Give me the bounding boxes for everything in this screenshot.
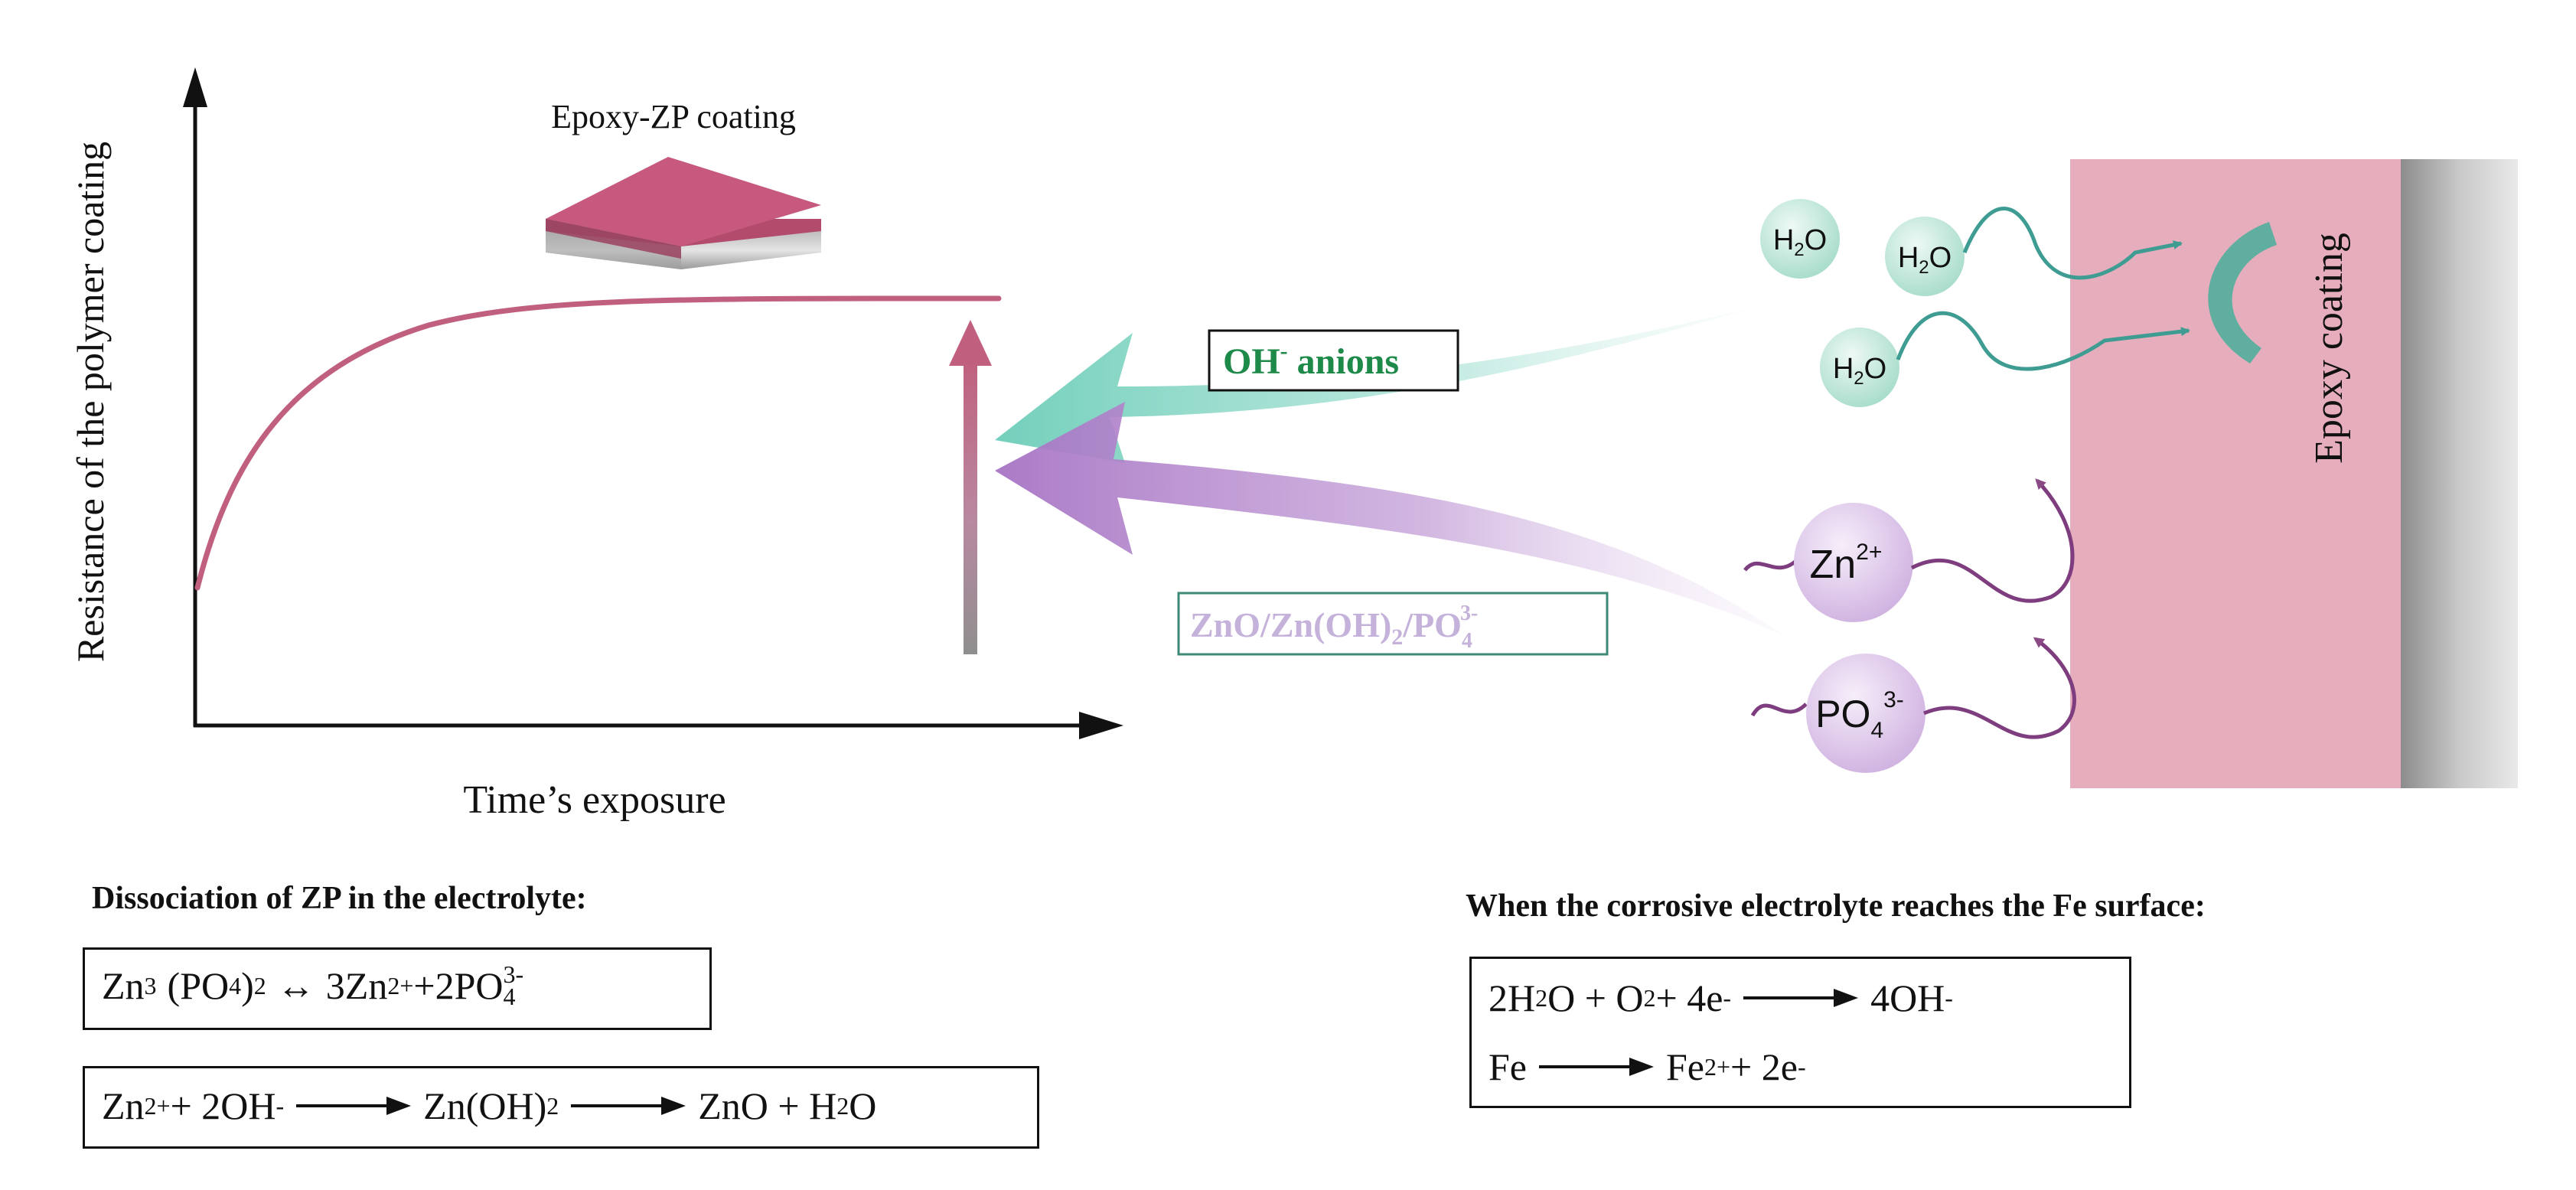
epoxy-coating-label: Epoxy coating bbox=[2307, 233, 2351, 464]
resistance-curve bbox=[194, 295, 1002, 591]
water-diffusion-arrow bbox=[1962, 207, 2183, 280]
zinc-ion: Zn2+ bbox=[1743, 478, 2075, 622]
svg-text:OH- anions: OH- anions bbox=[1223, 338, 1399, 382]
reaction-arrow bbox=[1743, 989, 1859, 1007]
x-axis-label: Time’s exposure bbox=[463, 778, 726, 822]
steel-substrate bbox=[2401, 159, 2518, 788]
water-diffusion-arrow bbox=[1896, 311, 2190, 371]
oh-anions-label: OH- anions bbox=[1208, 329, 1459, 392]
svg-text:H2O: H2O bbox=[1833, 353, 1886, 389]
svg-text:Zn2+: Zn2+ bbox=[1810, 540, 1883, 587]
zinc-phosphate-flow-arrow bbox=[995, 402, 1783, 635]
coating-panel: Epoxy coating H2O H2O H2O Zn2+ bbox=[1743, 159, 2518, 788]
reaction-arrow bbox=[1539, 1058, 1654, 1076]
epoxy-zp-sample-icon: Epoxy-ZP coating bbox=[546, 98, 821, 269]
sample-label: Epoxy-ZP coating bbox=[551, 98, 796, 135]
reaction-arrow bbox=[571, 1097, 686, 1115]
y-axis-label: Resistance of the polymer coating bbox=[69, 142, 112, 662]
reaction-arrow bbox=[296, 1097, 412, 1115]
svg-text:H2O: H2O bbox=[1773, 224, 1827, 260]
water-molecule: H2O bbox=[1760, 199, 1840, 279]
x-axis-arrowhead bbox=[1079, 712, 1123, 739]
coating-defect bbox=[2208, 222, 2277, 364]
svg-text:PO43-: PO43- bbox=[1815, 687, 1904, 743]
water-molecule: H2O bbox=[1820, 328, 1899, 407]
dissociation-heading: Dissociation of ZP in the electrolyte: bbox=[92, 881, 587, 916]
water-molecule: H2O bbox=[1885, 217, 1965, 296]
svg-text:H2O: H2O bbox=[1898, 242, 1952, 278]
phosphate-ion: PO43- bbox=[1750, 637, 2076, 773]
y-axis-arrowhead bbox=[183, 67, 207, 107]
corrosion-heading: When the corrosive electrolyte reaches t… bbox=[1466, 888, 2206, 924]
svg-text:ZnO/Zn(OH)2/PO43-: ZnO/Zn(OH)2/PO43- bbox=[1190, 602, 1478, 653]
resistance-graph: Resistance of the polymer coating Time’s… bbox=[69, 67, 1123, 822]
resistance-increase-arrow bbox=[949, 320, 992, 654]
zinc-products-label: ZnO/Zn(OH)2/PO43- bbox=[1177, 592, 1609, 656]
